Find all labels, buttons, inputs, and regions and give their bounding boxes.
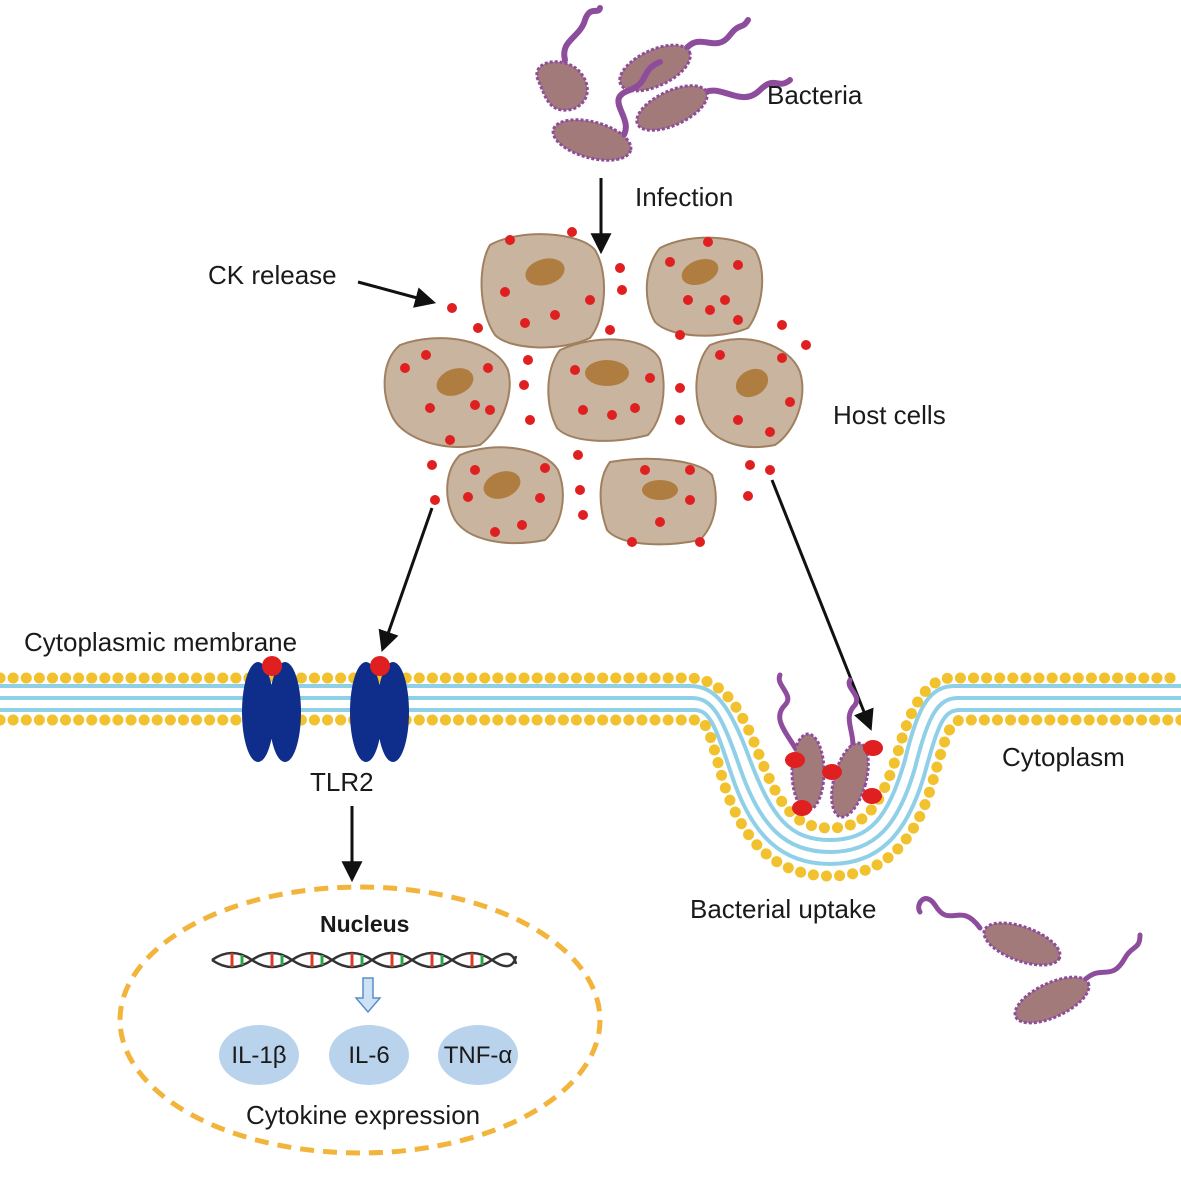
cytoplasmic-membrane-label: Cytoplasmic membrane — [24, 627, 297, 657]
cytokine-bubbles: IL-1β IL-6 TNF-α — [219, 1025, 518, 1085]
cytokine-bubble — [438, 1025, 518, 1085]
cytokine-bubble — [219, 1025, 299, 1085]
bacterium-icon — [551, 59, 663, 162]
host-cells-label: Host cells — [833, 400, 946, 430]
bacteria-label: Bacteria — [767, 80, 863, 110]
ck-release-arrow — [357, 280, 437, 308]
host-cell-icon — [645, 236, 764, 337]
nucleus — [117, 884, 603, 1156]
bacterium-icon — [535, 5, 603, 112]
bacterium-icon — [916, 896, 1062, 967]
dna-helix-icon — [211, 951, 518, 969]
uptake-arrow — [770, 479, 874, 731]
cytokine-tnfa: TNF-α — [444, 1042, 513, 1069]
cytokine-il1b: IL-1β — [231, 1042, 286, 1069]
bacterium-icon — [618, 17, 751, 93]
host-cells-group — [383, 233, 804, 546]
host-cell-icon — [480, 233, 606, 349]
ck-dots — [400, 227, 811, 547]
host-cell-icon — [599, 457, 717, 546]
host-cell-icon — [547, 338, 665, 442]
host-cell-icon — [695, 338, 804, 449]
host-cell-icon — [383, 337, 511, 448]
infection-label: Infection — [635, 182, 733, 212]
bacterial-uptake-label: Bacterial uptake — [690, 894, 876, 924]
tlr2-label: TLR2 — [310, 767, 374, 797]
cytokine-expression-label: Cytokine expression — [246, 1100, 480, 1130]
cytoplasm-label: Cytoplasm — [1002, 742, 1125, 772]
uptake-bacteria — [776, 672, 883, 819]
bacteria-cluster — [535, 5, 793, 162]
ck-release-label: CK release — [208, 260, 337, 290]
nucleus-label: Nucleus — [320, 911, 409, 937]
tlr2-receptor-icon — [350, 656, 409, 762]
expression-arrow-icon — [354, 977, 382, 1014]
tlr2-receptor-icon — [242, 656, 301, 762]
bacterium-icon — [1013, 932, 1143, 1025]
cytokine-il6: IL-6 — [348, 1042, 389, 1069]
bacterium-icon — [635, 77, 793, 132]
lipid-bilayer-icon — [0, 672, 1181, 882]
cytokine-bubble — [329, 1025, 409, 1085]
signal-arrow-to-tlr2 — [378, 507, 434, 652]
